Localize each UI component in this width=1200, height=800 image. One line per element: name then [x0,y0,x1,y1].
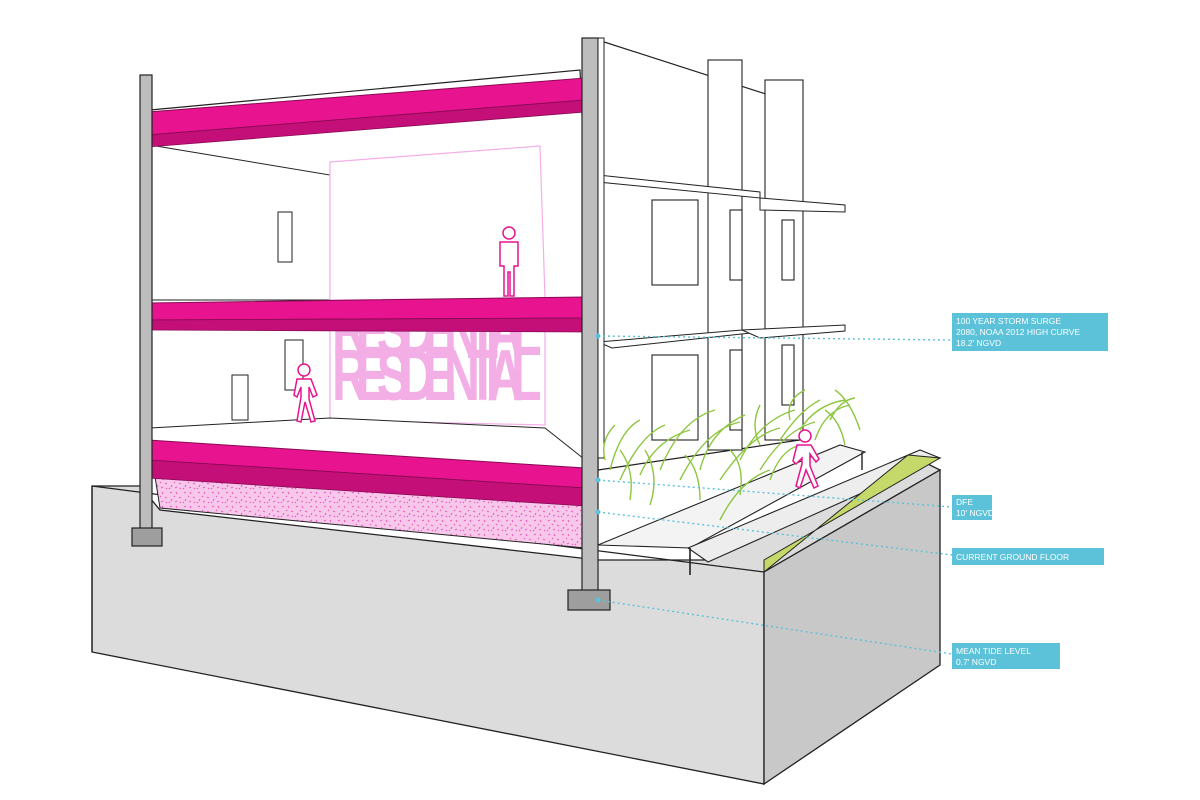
exterior-building [597,39,846,471]
residential-label-lower: RESIDENTIAL [332,336,542,416]
storm-surge-line-2: 2080, NOAA 2012 HIGH CURVE [956,327,1080,337]
dfe-line-1: DFE [956,497,973,507]
dfe-line-2: 10' NGVD [956,508,994,518]
mean-tide-line-1: MEAN TIDE LEVEL [956,646,1031,656]
callout-mean-tide: MEAN TIDE LEVEL 0.7' NGVD [952,643,1060,669]
callout-leaders [597,335,953,655]
structural-columns [131,37,611,611]
person-icon [792,429,820,490]
callout-anchors [595,333,601,603]
person-icon [293,363,318,423]
mean-tide-line-2: 0.7' NGVD [956,657,996,667]
callout-dfe: DFE 10' NGVD [952,495,994,520]
storm-surge-line-1: 100 YEAR STORM SURGE [956,316,1061,326]
plant-cluster-icon [603,389,861,521]
callout-ground-floor: CURRENT GROUND FLOOR [952,548,1104,565]
section-interior: RESIDENTIAL RESIDENTIAL [149,69,599,471]
person-icon [499,226,519,297]
planter-plaza [597,444,942,575]
ground-floor-line-1: CURRENT GROUND FLOOR [956,552,1069,562]
storm-surge-line-3: 18.2' NGVD [956,338,1001,348]
callout-storm-surge: 100 YEAR STORM SURGE 2080, NOAA 2012 HIG… [952,313,1108,351]
slab-beams [147,77,586,507]
